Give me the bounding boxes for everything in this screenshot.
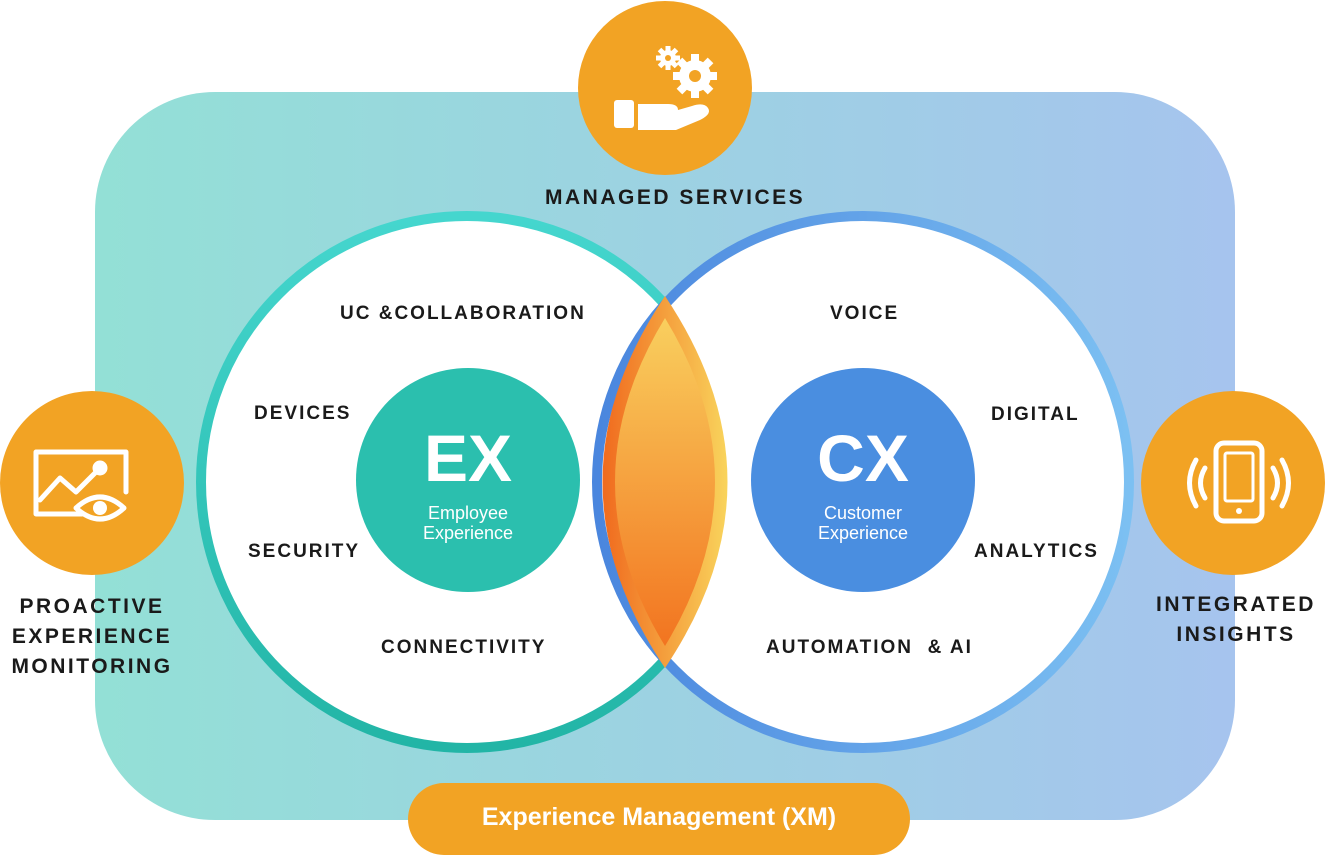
ex-item-devices: DEVICES [254,403,352,424]
cx-title: CX [817,421,909,495]
xm-pill-label: Experience Management (XM) [481,803,837,831]
managed-services-label: MANAGED SERVICES [545,186,806,209]
cx-inner-circle [751,368,975,592]
ex-subtitle: Employee Experience [422,503,514,543]
ex-item-connectivity: CONNECTIVITY [381,637,547,658]
cx-item-automation-ai: AUTOMATION & AI [766,637,973,658]
gear-hand-icon [614,46,717,130]
cx-item-digital: DIGITAL [991,404,1080,425]
monitor-eye-chart-icon [33,449,129,522]
managed-services-node [578,1,752,175]
ex-inner-circle [356,368,580,592]
integrated-insights-node [1141,391,1325,575]
cx-item-analytics: ANALYTICS [974,541,1099,562]
cx-item-voice: VOICE [830,303,900,324]
smartphone-signal-icon [1187,440,1291,524]
xm-pill [408,783,910,855]
proactive-monitoring-node [0,391,184,575]
cx-subtitle: Customer Experience [817,503,909,543]
ex-item-uc-collaboration: UC &COLLABORATION [340,303,586,324]
integrated-insights-label: INTEGRATED INSIGHTS [1156,593,1316,646]
ex-item-security: SECURITY [248,541,361,562]
ex-title: EX [423,421,513,495]
proactive-monitoring-label: PROACTIVE EXPERIENCE MONITORING [11,595,173,678]
